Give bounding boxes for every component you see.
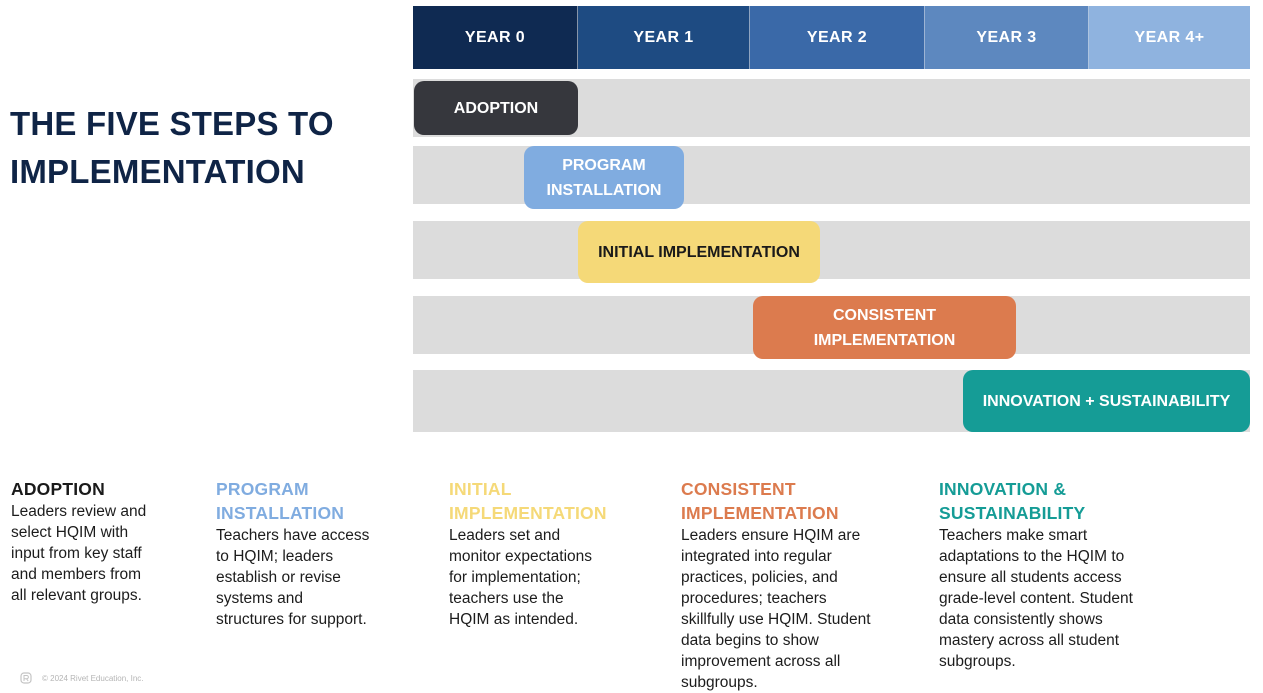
copyright-text: © 2024 Rivet Education, Inc. xyxy=(42,673,144,683)
year-0-header: YEAR 0 xyxy=(413,6,578,69)
year-1-header: YEAR 1 xyxy=(578,6,750,69)
step-pill-program-installation: PROGRAM INSTALLATION xyxy=(524,146,684,209)
year-header: YEAR 0 YEAR 1 YEAR 2 YEAR 3 YEAR 4+ xyxy=(413,6,1250,69)
step-pill-consistent-implementation: CONSISTENT IMPLEMENTATION xyxy=(753,296,1016,359)
step-heading-program-installation: PROGRAM INSTALLATION xyxy=(216,479,345,523)
step-text-adoption: Leaders review and select HQIM with inpu… xyxy=(11,503,147,604)
step-heading-adoption: ADOPTION xyxy=(11,479,105,499)
title-line-1: THE FIVE STEPS TO xyxy=(10,105,334,142)
footer: © 2024 Rivet Education, Inc. xyxy=(20,672,144,684)
page-title: THE FIVE STEPS TO IMPLEMENTATION xyxy=(10,100,370,196)
step-description-program-installation: PROGRAM INSTALLATION Teachers have acces… xyxy=(216,477,441,630)
step-text-consistent-implementation: Leaders ensure HQIM are integrated into … xyxy=(681,527,871,691)
year-2-header: YEAR 2 xyxy=(750,6,925,69)
step-description-initial-implementation: INITIAL IMPLEMENTATION Leaders set and m… xyxy=(449,477,674,630)
step-heading-consistent-implementation: CONSISTENT IMPLEMENTATION xyxy=(681,479,839,523)
step-pill-innovation-sustainability: INNOVATION + SUSTAINABILITY xyxy=(963,370,1250,432)
rivet-logo-icon xyxy=(20,672,32,684)
step-text-program-installation: Teachers have access to HQIM; leaders es… xyxy=(216,527,370,628)
step-description-innovation-sustainability: INNOVATION & SUSTAINABILITY Teachers mak… xyxy=(939,477,1239,672)
step-text-initial-implementation: Leaders set and monitor expectations for… xyxy=(449,527,593,628)
title-line-2: IMPLEMENTATION xyxy=(10,153,305,190)
timeline-row-initial-implementation xyxy=(413,221,1250,279)
step-pill-adoption: ADOPTION xyxy=(414,81,578,135)
year-4-header: YEAR 4+ xyxy=(1089,6,1250,69)
step-pill-initial-implementation: INITIAL IMPLEMENTATION xyxy=(578,221,820,283)
step-text-innovation-sustainability: Teachers make smart adaptations to the H… xyxy=(939,527,1133,670)
step-description-consistent-implementation: CONSISTENT IMPLEMENTATION Leaders ensure… xyxy=(681,477,931,693)
step-heading-innovation-sustainability: INNOVATION & SUSTAINABILITY xyxy=(939,479,1086,523)
year-3-header: YEAR 3 xyxy=(925,6,1089,69)
step-description-adoption: ADOPTION Leaders review and select HQIM … xyxy=(11,477,206,606)
step-heading-initial-implementation: INITIAL IMPLEMENTATION xyxy=(449,479,607,523)
